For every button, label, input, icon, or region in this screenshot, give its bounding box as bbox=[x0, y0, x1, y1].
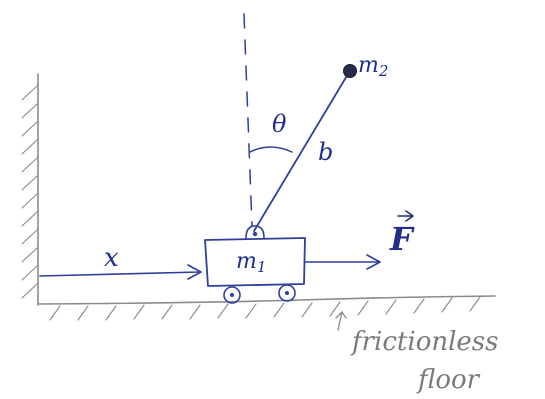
floor-label: floor bbox=[416, 365, 481, 395]
displacement-arrow bbox=[39, 264, 202, 280]
floor bbox=[37, 295, 496, 331]
pivot bbox=[245, 225, 265, 239]
mass2-label: m2 bbox=[358, 53, 388, 80]
mass1-label: m1 bbox=[236, 249, 266, 276]
theta-arc bbox=[249, 146, 293, 153]
floor-hatching bbox=[49, 296, 481, 321]
force-label: F bbox=[389, 220, 415, 258]
pivot-pin bbox=[252, 231, 258, 237]
cart-wheels bbox=[223, 284, 296, 304]
wheel-left bbox=[223, 286, 241, 304]
floor-pointer bbox=[335, 311, 347, 331]
frictionless-label: frictionless bbox=[350, 327, 498, 357]
force-vector-arrow-accent bbox=[397, 210, 414, 222]
theta-label: θ bbox=[272, 110, 287, 138]
pendulum-rod bbox=[253, 73, 349, 232]
mass2-bob bbox=[343, 64, 357, 78]
force-arrow bbox=[304, 210, 414, 270]
wheel-right bbox=[278, 284, 296, 302]
vertical-reference-line bbox=[243, 13, 253, 227]
cart-body bbox=[204, 237, 306, 287]
length-label: b bbox=[318, 138, 333, 166]
displacement-label: x bbox=[104, 243, 119, 273]
wall-hatching bbox=[21, 85, 38, 299]
wall bbox=[21, 73, 39, 306]
